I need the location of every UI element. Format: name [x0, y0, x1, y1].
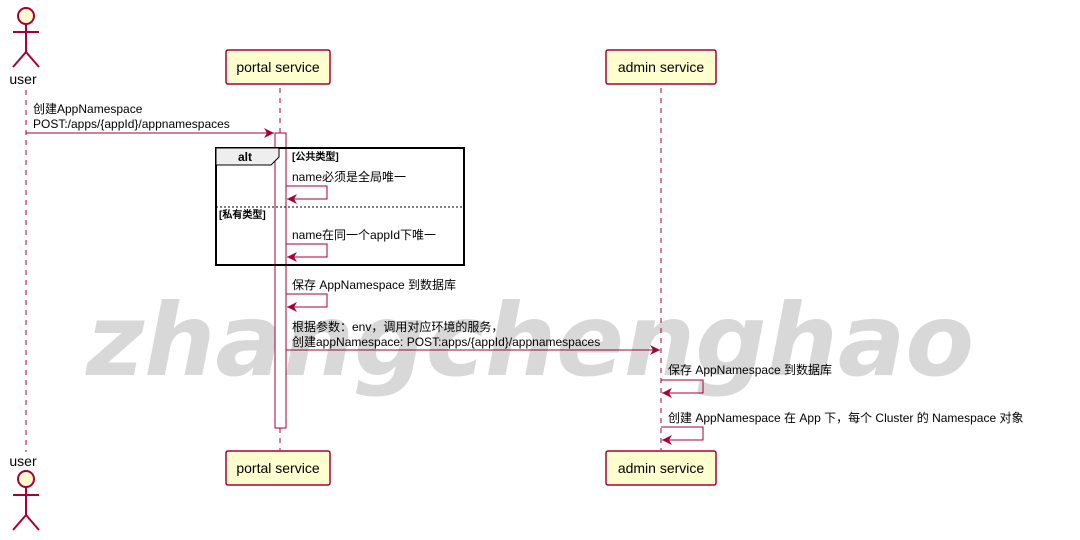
svg-text:admin service: admin service: [618, 460, 705, 476]
alt-guard-public: [公共类型]: [292, 150, 339, 163]
message-2-arrow: [286, 185, 328, 204]
user-label-top: user: [9, 71, 37, 87]
message-3-text: name在同一个appId下唯一: [292, 228, 436, 242]
message-6-text: 保存 AppNamespace 到数据库: [668, 362, 832, 377]
user-actor-top-icon: [12, 7, 40, 68]
message-7-arrow: [661, 426, 704, 445]
portal-service-box-bottom: portal service: [225, 450, 331, 486]
message-5-line-1: 根据参数：env，调用对应环境的服务，: [292, 319, 503, 334]
svg-text:portal service: portal service: [236, 460, 319, 476]
message-5-line-2: 创建appNamespace: POST:apps/{appId}/appnam…: [292, 335, 600, 349]
message-1-line-1: 创建AppNamespace: [33, 102, 143, 116]
message-6-arrow: [661, 379, 704, 398]
alt-guard-private: [私有类型]: [219, 208, 266, 221]
message-7-text: 创建 AppNamespace 在 App 下，每个 Cluster 的 Nam…: [668, 410, 1023, 425]
message-4-arrow: [286, 293, 328, 312]
admin-service-box-top: admin service: [605, 49, 717, 85]
message-4-text: 保存 AppNamespace 到数据库: [292, 277, 456, 292]
portal-service-box-top: portal service: [225, 49, 331, 85]
user-label-bottom: user: [9, 453, 37, 469]
svg-text:admin service: admin service: [618, 59, 705, 75]
alt-label: alt: [238, 150, 252, 164]
message-1-line-2: POST:/apps/{appId}/appnamespaces: [33, 117, 230, 131]
svg-text:portal service: portal service: [236, 59, 319, 75]
admin-service-box-bottom: admin service: [605, 450, 717, 486]
portal-activation-bar: [274, 132, 287, 429]
watermark: zhangchenghao: [85, 282, 974, 399]
message-2-text: name必须是全局唯一: [292, 169, 406, 184]
alt-frame: [215, 147, 465, 266]
message-3-arrow: [286, 243, 328, 262]
user-actor-bottom-icon: [12, 470, 40, 531]
